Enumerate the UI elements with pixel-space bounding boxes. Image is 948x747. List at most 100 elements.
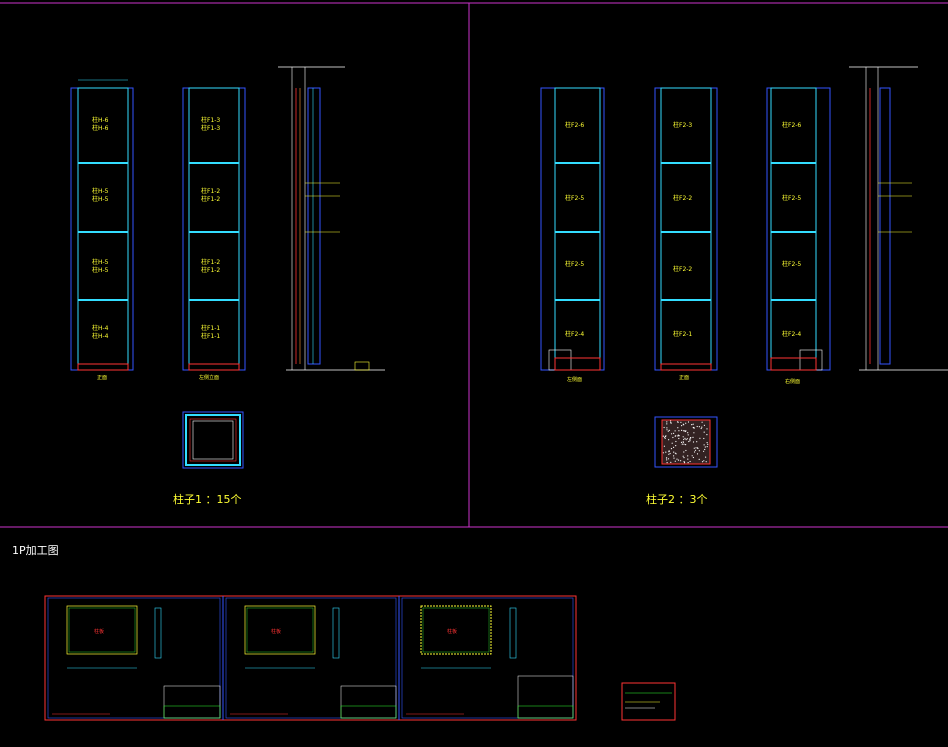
- hatch-dot: [706, 428, 708, 430]
- hatch-dot: [685, 422, 687, 424]
- right-summary: 柱子2 ：3个: [646, 492, 708, 506]
- hatch-dot: [687, 458, 689, 460]
- hatch-dot: [696, 425, 698, 428]
- hatch-dot: [688, 440, 690, 443]
- hatch-dot: [673, 446, 675, 448]
- hatch-dot: [668, 450, 670, 452]
- hatch-dot: [664, 435, 667, 438]
- hatch-dot: [670, 420, 672, 422]
- fabrication-sheets: 柱板 柱板 柱板: [44, 595, 577, 721]
- hatch-dot: [698, 426, 701, 428]
- right-section-view: [849, 66, 948, 371]
- right-plan-view: [654, 416, 718, 468]
- hatch-dot: [680, 460, 682, 462]
- hatch-dot: [684, 430, 686, 433]
- hatch-dot: [693, 432, 695, 434]
- hatch-dot: [666, 462, 668, 464]
- hatch-dot: [691, 424, 693, 426]
- hatch-dot: [682, 455, 684, 457]
- hatch-dot: [671, 433, 673, 435]
- right-col3-caption: 右侧面: [785, 378, 800, 385]
- hatch-dot: [677, 459, 680, 461]
- hatch-dot: [698, 458, 700, 460]
- hatch-dot: [703, 431, 705, 433]
- right-col3-label-1: 柱F2-6: [782, 121, 801, 129]
- hatch-dot: [705, 456, 707, 458]
- hatch-dot: [666, 421, 668, 423]
- hatch-dot: [689, 440, 691, 442]
- hatch-dot: [693, 447, 695, 449]
- hatch-dot: [670, 448, 673, 450]
- hatch-dot: [700, 427, 702, 430]
- hatch-dot: [667, 430, 669, 432]
- hatch-dot: [666, 459, 668, 461]
- hatch-dot: [672, 436, 674, 439]
- hatch-dot: [673, 451, 675, 453]
- right-col1-caption: 左侧面: [567, 376, 582, 383]
- hatch-dot: [676, 458, 678, 460]
- hatch-dot: [682, 436, 684, 438]
- hatch-dot: [699, 437, 701, 439]
- hatch-dot: [687, 421, 690, 423]
- hatch-dot: [671, 442, 673, 444]
- hatch-dot: [683, 443, 685, 445]
- hatch-dot: [703, 450, 705, 452]
- hatch-dot: [673, 455, 675, 457]
- hatch-dot: [677, 427, 679, 429]
- hatch-dot: [668, 453, 670, 455]
- sheet3-panel-label: 柱板: [447, 628, 457, 635]
- hatch-dot: [687, 432, 689, 434]
- hatch-dot: [678, 435, 680, 437]
- right-col2-label-4: 柱F2-1: [673, 330, 692, 338]
- hatch-dot: [683, 462, 686, 464]
- hatch-dot: [669, 452, 671, 455]
- right-col2-label-3: 柱F2-2: [673, 265, 692, 273]
- hatch-dot: [696, 453, 699, 455]
- hatch-dot: [693, 427, 695, 429]
- right-col1-label-3: 柱F2-5: [565, 260, 584, 268]
- right-column-2: 柱F2-3 柱F2-2 柱F2-2 柱F2-1 正面: [654, 87, 718, 381]
- hatch-dot: [680, 421, 682, 423]
- right-col3-label-2: 柱F2-5: [782, 194, 801, 202]
- left-col1-caption: 正面: [97, 375, 107, 381]
- left-plan-view: [182, 411, 244, 469]
- left-section-view: [278, 66, 385, 371]
- hatch-dot: [678, 437, 680, 440]
- hatch-dot: [707, 443, 709, 445]
- hatch-dot: [703, 444, 705, 446]
- hatch-dot: [703, 424, 706, 426]
- hatch-dot: [674, 430, 676, 432]
- hatch-dot: [701, 426, 703, 428]
- hatch-dot: [701, 461, 704, 463]
- sheet-frame: [0, 2, 948, 528]
- hatch-dot: [664, 436, 666, 438]
- hatch-dot: [677, 434, 679, 436]
- hatch-dot: [673, 432, 675, 434]
- hatch-dot: [692, 441, 695, 443]
- hatch-dot: [706, 434, 708, 436]
- right-column-1: 柱F2-6 柱F2-5 柱F2-5 柱F2-4 左侧面: [540, 87, 605, 383]
- hatch-dot: [683, 457, 685, 459]
- hatch-dot: [666, 427, 668, 429]
- hatch-dot: [692, 423, 694, 425]
- hatch-dot: [665, 451, 667, 453]
- hatch-dot: [694, 449, 697, 451]
- hatch-dot: [673, 457, 675, 459]
- hatch-dot: [687, 462, 689, 464]
- hatch-dot: [692, 436, 694, 438]
- hatch-dot: [706, 446, 708, 448]
- hatch-dot: [674, 460, 676, 462]
- hatch-dot: [706, 442, 708, 444]
- hatch-dot: [667, 458, 670, 460]
- hatch-dot: [689, 438, 691, 441]
- hatch-dot: [674, 452, 677, 454]
- right-col2-label-2: 柱F2-2: [673, 194, 692, 202]
